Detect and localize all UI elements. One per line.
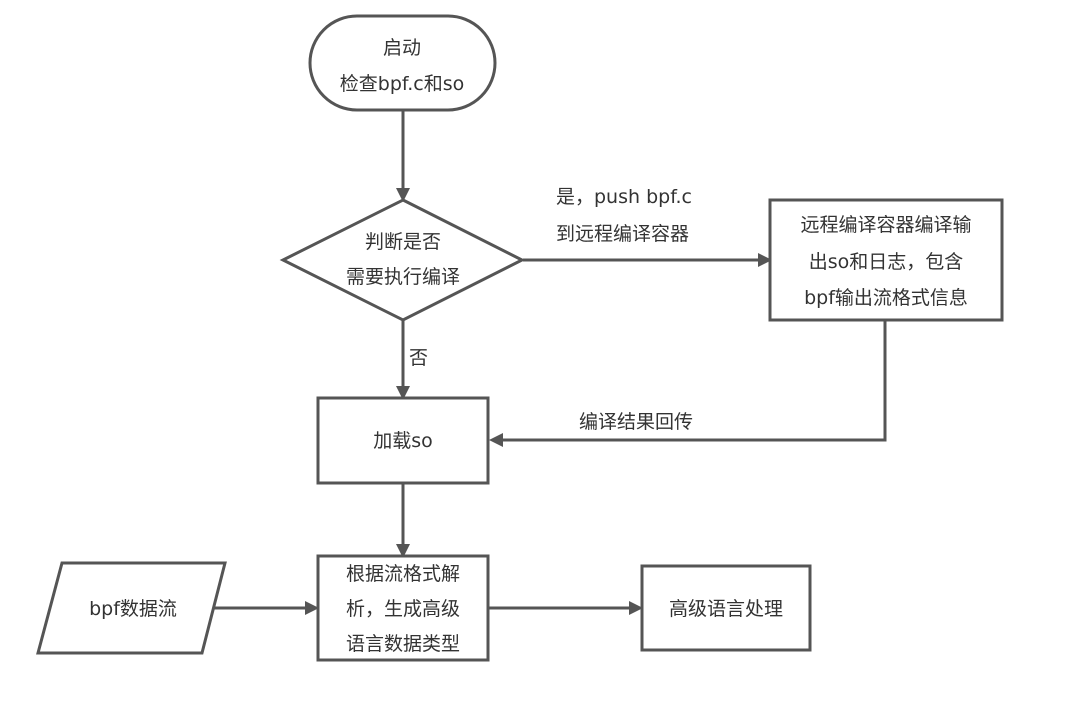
node-decision-line1: 判断是否 — [365, 231, 441, 253]
node-remote-compile-line2: 出so和日志，包含 — [809, 251, 964, 273]
node-remote-compile: 远程编译容器编译输 出so和日志，包含 bpf输出流格式信息 — [768, 198, 1004, 322]
node-load-so: 加载so — [316, 396, 490, 485]
process-shape — [768, 198, 1004, 322]
process-shape — [316, 554, 490, 662]
edge-label-yes-line1: 是，push bpf.c — [556, 186, 692, 208]
node-high-level-line1: 高级语言处理 — [669, 598, 783, 620]
edge-parse-to-high-level — [489, 601, 643, 615]
arrowhead — [758, 253, 772, 267]
node-start-line2: 检查bpf.c和so — [340, 73, 464, 95]
terminator-shape — [308, 14, 497, 112]
diamond-shape — [279, 198, 526, 322]
node-bpf-stream: bpf数据流 — [36, 561, 227, 655]
node-bpf-stream-line1: bpf数据流 — [89, 598, 177, 620]
node-parse-line1: 根据流格式解 — [346, 563, 460, 585]
edge-label-compile-result: 编译结果回传 — [579, 411, 693, 433]
arrowhead — [396, 386, 410, 400]
edge-load-so-to-parse — [396, 483, 410, 558]
arrowhead — [629, 601, 643, 615]
node-parse-line3: 语言数据类型 — [346, 633, 460, 655]
node-parse-line2: 析，生成高级 — [346, 598, 460, 620]
edge-remote-compile-to-load-so: 编译结果回传 — [489, 320, 887, 447]
data-shape — [36, 561, 227, 655]
edge-label-yes-line2: 到远程编译容器 — [556, 223, 689, 245]
process-shape — [316, 396, 490, 485]
node-parse: 根据流格式解 析，生成高级 语言数据类型 — [316, 554, 490, 662]
edge-start-to-decision — [396, 110, 410, 202]
node-load-so-line1: 加载so — [373, 430, 433, 452]
edge-label-no: 否 — [409, 347, 428, 369]
node-decision-line2: 需要执行编译 — [346, 266, 460, 288]
node-start: 启动 检查bpf.c和so — [308, 14, 497, 112]
arrowhead — [489, 433, 503, 447]
arrowhead — [396, 188, 410, 202]
arrowhead — [396, 544, 410, 558]
node-start-line1: 启动 — [383, 37, 421, 59]
arrowhead — [305, 601, 319, 615]
process-shape — [640, 564, 812, 652]
edge-decision-to-load-so: 否 — [396, 320, 428, 400]
node-remote-compile-line3: bpf输出流格式信息 — [804, 287, 968, 309]
edge-bpf-stream-to-parse — [210, 601, 319, 615]
node-high-level: 高级语言处理 — [640, 564, 812, 652]
node-remote-compile-line1: 远程编译容器编译输 — [800, 214, 971, 236]
node-decision: 判断是否 需要执行编译 — [279, 198, 526, 322]
edge-decision-to-remote-compile: 是，push bpf.c 到远程编译容器 — [523, 186, 772, 267]
